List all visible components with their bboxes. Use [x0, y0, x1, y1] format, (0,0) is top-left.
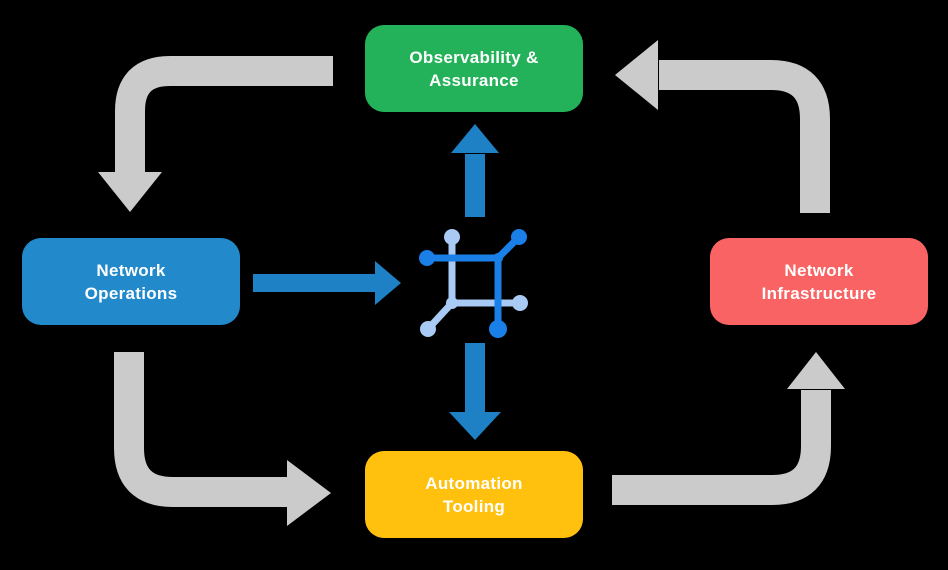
- box-label-line: Assurance: [429, 70, 519, 90]
- box-label-line: Observability &: [409, 47, 539, 67]
- box-label-line: Operations: [84, 283, 178, 303]
- arrow-center-to-observability: [451, 124, 499, 217]
- box-label-line: Infrastructure: [761, 283, 877, 303]
- network-fabric-icon: [419, 229, 528, 338]
- box-observability-assurance: Observability & Assurance: [365, 25, 583, 112]
- arrow-operations-to-automation: [114, 352, 331, 526]
- box-label-line: Network: [96, 260, 166, 280]
- arrow-center-to-automation: [449, 343, 501, 440]
- box-label-line: Tooling: [442, 496, 506, 516]
- arrow-automation-to-infrastructure: [612, 352, 845, 505]
- box-label-line: Network: [784, 260, 854, 280]
- box-automation-tooling: Automation Tooling: [365, 451, 583, 538]
- arrow-infrastructure-to-observability: [615, 40, 830, 213]
- box-label-line: Automation: [425, 473, 523, 493]
- arrow-operations-to-center: [253, 261, 401, 305]
- box-network-operations: Network Operations: [22, 238, 240, 325]
- arrow-observability-to-operations: [98, 56, 333, 212]
- box-network-infrastructure: Network Infrastructure: [710, 238, 928, 325]
